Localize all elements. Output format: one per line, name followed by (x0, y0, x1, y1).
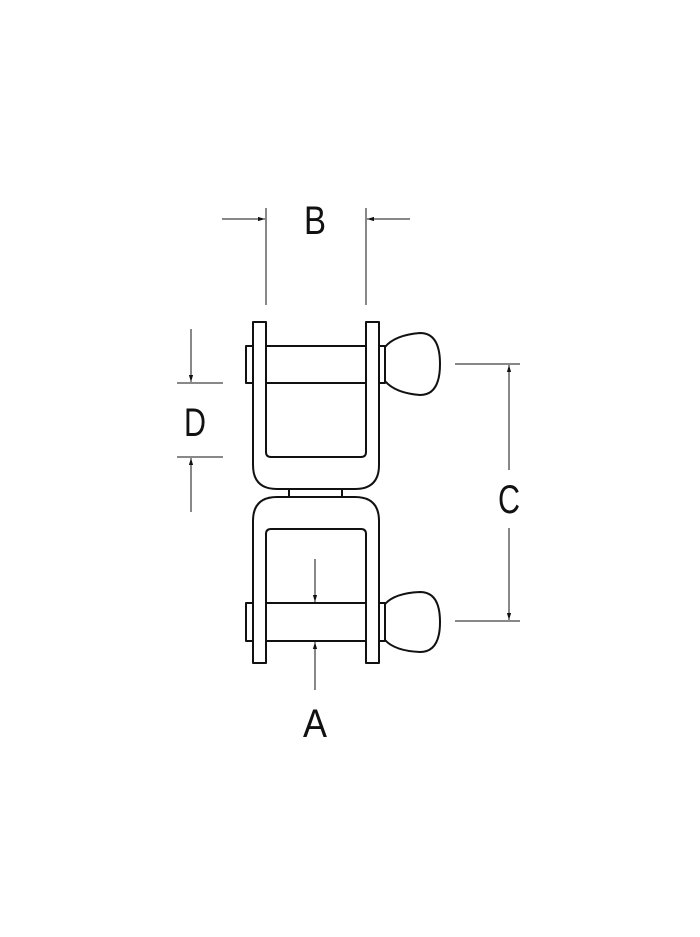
dimension-c: C (455, 363, 520, 622)
upper-shackle (245, 321, 441, 490)
lower-shackle (245, 496, 441, 664)
upper-shackle-body (252, 321, 380, 490)
lower-pin-head (245, 602, 254, 642)
dimension-d: D (177, 329, 223, 512)
lower-pin (265, 602, 367, 642)
label-b: B (304, 199, 326, 243)
upper-thumb-knob (384, 332, 441, 396)
upper-pin (265, 345, 367, 384)
lower-thumb-knob (384, 591, 441, 653)
lower-shackle-body (252, 496, 380, 664)
upper-pin-head (245, 345, 254, 384)
label-c: C (498, 478, 520, 522)
dimension-b: B (222, 199, 410, 305)
label-a: A (303, 702, 327, 746)
swivel-link (288, 488, 343, 498)
dimension-a: A (303, 559, 327, 746)
label-d: D (184, 401, 206, 445)
